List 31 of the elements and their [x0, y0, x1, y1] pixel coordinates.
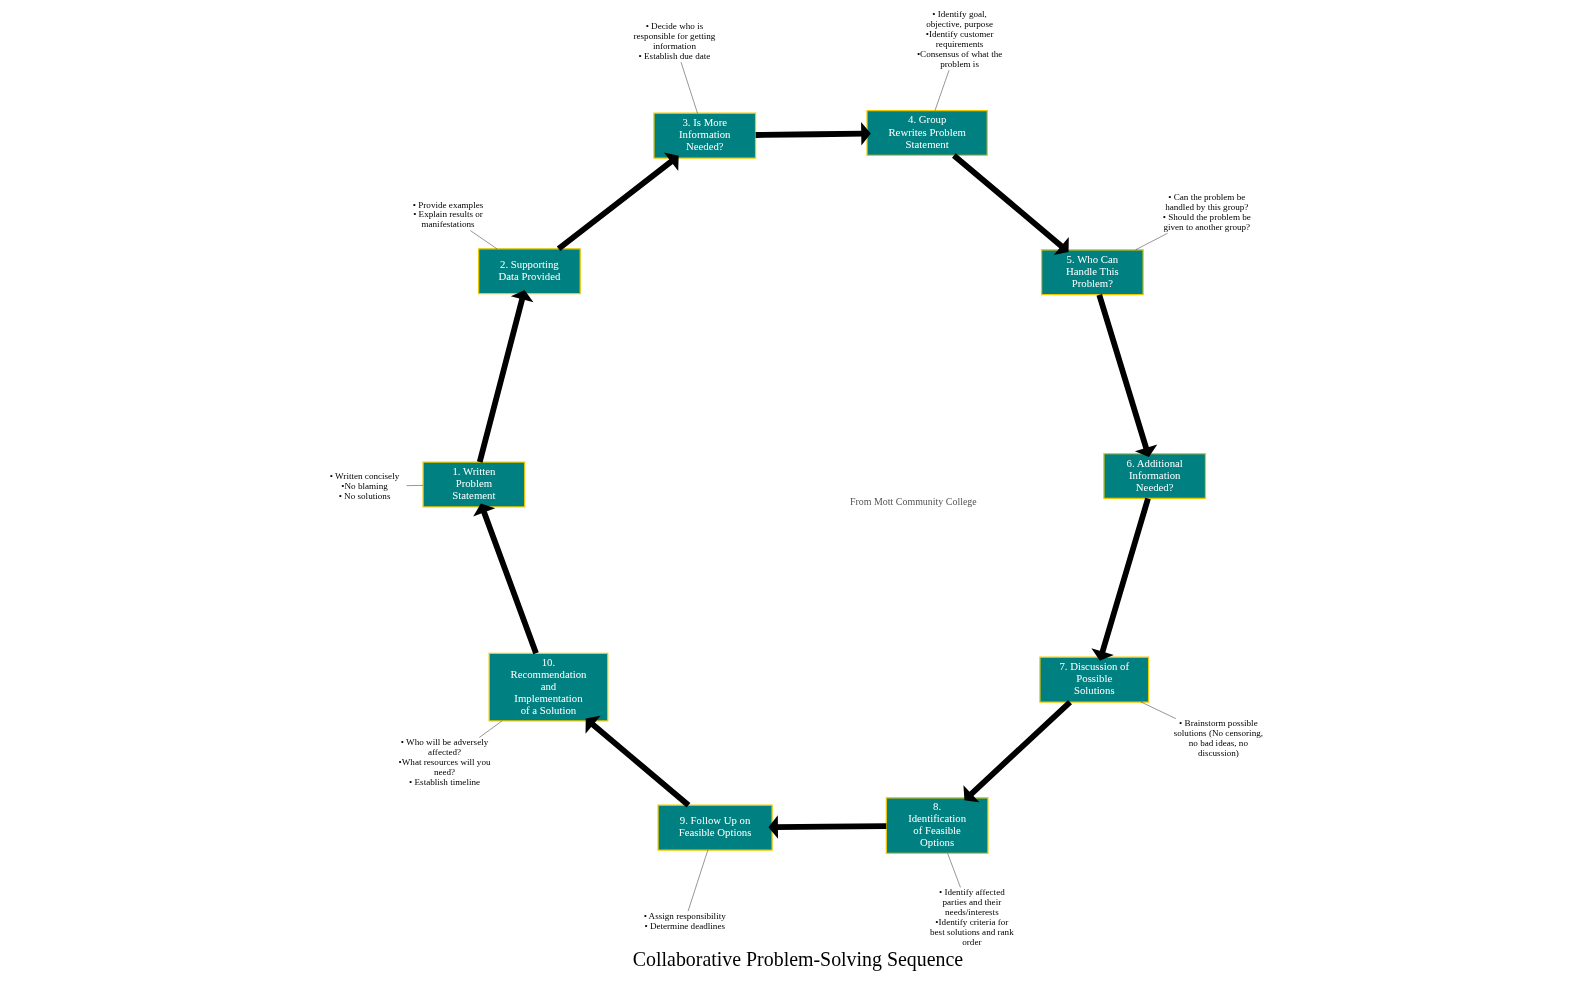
- arrow: [963, 700, 1072, 803]
- node-text: • Provide examples • Explain results or manifestations: [412, 199, 484, 230]
- node-text: • Brainstorm possible solutions (No censoring, no bad ideas, no discussion): [1173, 718, 1264, 759]
- arrow: [768, 815, 887, 839]
- arrow: [755, 122, 871, 146]
- arrow: [585, 715, 691, 808]
- node-text: • Identify affected parties and their needs/interests •Identify criteria for best solutions and rank order: [930, 887, 1014, 947]
- node-text: • Can the problem be handled by this group? • Should the problem be given to another group?: [1162, 192, 1251, 233]
- arrow: [556, 152, 679, 251]
- node-box: 7. Discussion of Possible Solutions: [1039, 656, 1150, 703]
- node-box: 2. Supporting Data Provided: [478, 248, 581, 295]
- node-box: 8. Identification of Feasible Options: [885, 797, 989, 855]
- node-text: • Decide who is responsible for getting information • Establish due date: [633, 21, 716, 62]
- label: From Mott Community College: [849, 496, 977, 508]
- arrow: [1091, 497, 1151, 661]
- node-box: 6. Additional Information Needed?: [1103, 452, 1207, 499]
- arrow: [1096, 293, 1158, 457]
- node-text: • Assign responsibility • Determine deadlines: [643, 910, 726, 931]
- arrow: [476, 290, 534, 463]
- node-box: 5. Who Can Handle This Problem?: [1040, 249, 1144, 296]
- node-text: • Identify goal, objective, purpose •Identify customer requirements •Consensus of what the problem is: [916, 9, 1003, 70]
- node-box: 4. Group Rewrites Problem Statement: [866, 109, 988, 156]
- node-text: • Who will be adversely affected? •What resources will you need? • Establish timeline: [398, 737, 491, 788]
- node-box: 10. Recommendation and Implementation of a Solution: [488, 652, 609, 722]
- diagram-title: Collaborative Problem-Solving Sequence: [632, 947, 964, 970]
- arrow: [473, 503, 539, 655]
- node-text: • Written concisely •No blaming • No solutions: [329, 470, 400, 501]
- node-box: 1. Written Problem Statement: [422, 461, 526, 508]
- node-box: 9. Follow Up on Feasible Options: [657, 804, 773, 851]
- arrow: [952, 153, 1069, 255]
- node-box: 3. Is More Information Needed?: [653, 112, 757, 159]
